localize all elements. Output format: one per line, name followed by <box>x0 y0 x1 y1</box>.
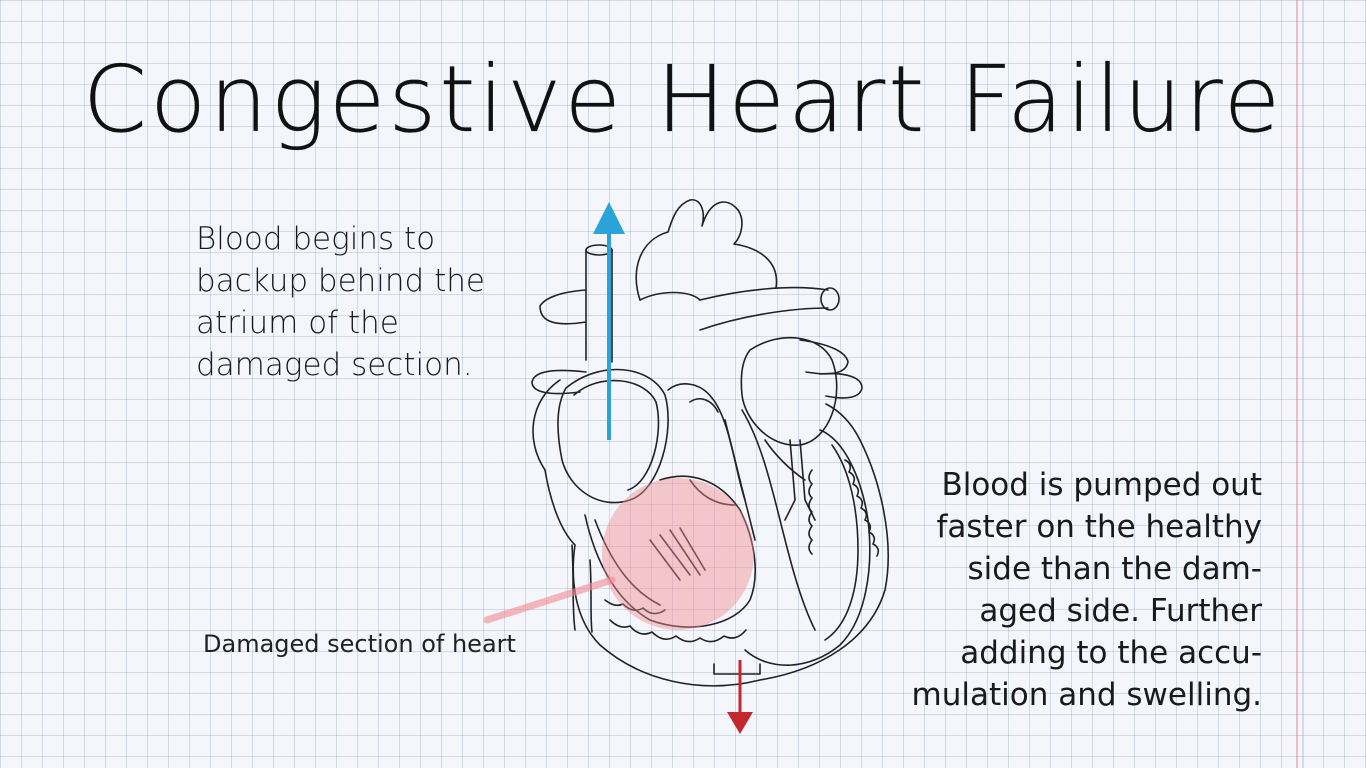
notebook-margin-line-2 <box>1303 0 1304 768</box>
left-annotation-line: atrium of the <box>196 305 399 341</box>
arrow-down-icon <box>727 660 753 734</box>
page-title: Congestive Heart Failure <box>82 46 1284 153</box>
right-annotation-line: adding to the accu- <box>960 635 1262 671</box>
left-annotation-line: damaged section. <box>196 347 473 383</box>
damage-highlight <box>602 478 754 630</box>
left-annotation-line: backup behind the <box>196 263 485 299</box>
heart-icon <box>483 199 889 734</box>
left-annotation-line: Blood begins to <box>196 221 436 257</box>
right-annotation-line: mulation and swelling. <box>911 677 1262 713</box>
damage-caption: Damaged section of heart <box>203 630 516 658</box>
right-annotation-line: aged side. Further <box>979 593 1262 629</box>
right-annotation: Blood is pumped out faster on the health… <box>900 464 1262 716</box>
right-annotation-line: faster on the healthy <box>936 509 1262 545</box>
heart-illustration <box>470 190 930 750</box>
damage-pointer-line <box>483 576 616 624</box>
notebook-margin-line <box>1296 0 1298 768</box>
right-annotation-line: side than the dam- <box>967 551 1262 587</box>
left-annotation: Blood begins to backup behind the atrium… <box>196 218 526 386</box>
right-annotation-line: Blood is pumped out <box>941 467 1262 503</box>
arrow-up-icon <box>593 202 625 440</box>
